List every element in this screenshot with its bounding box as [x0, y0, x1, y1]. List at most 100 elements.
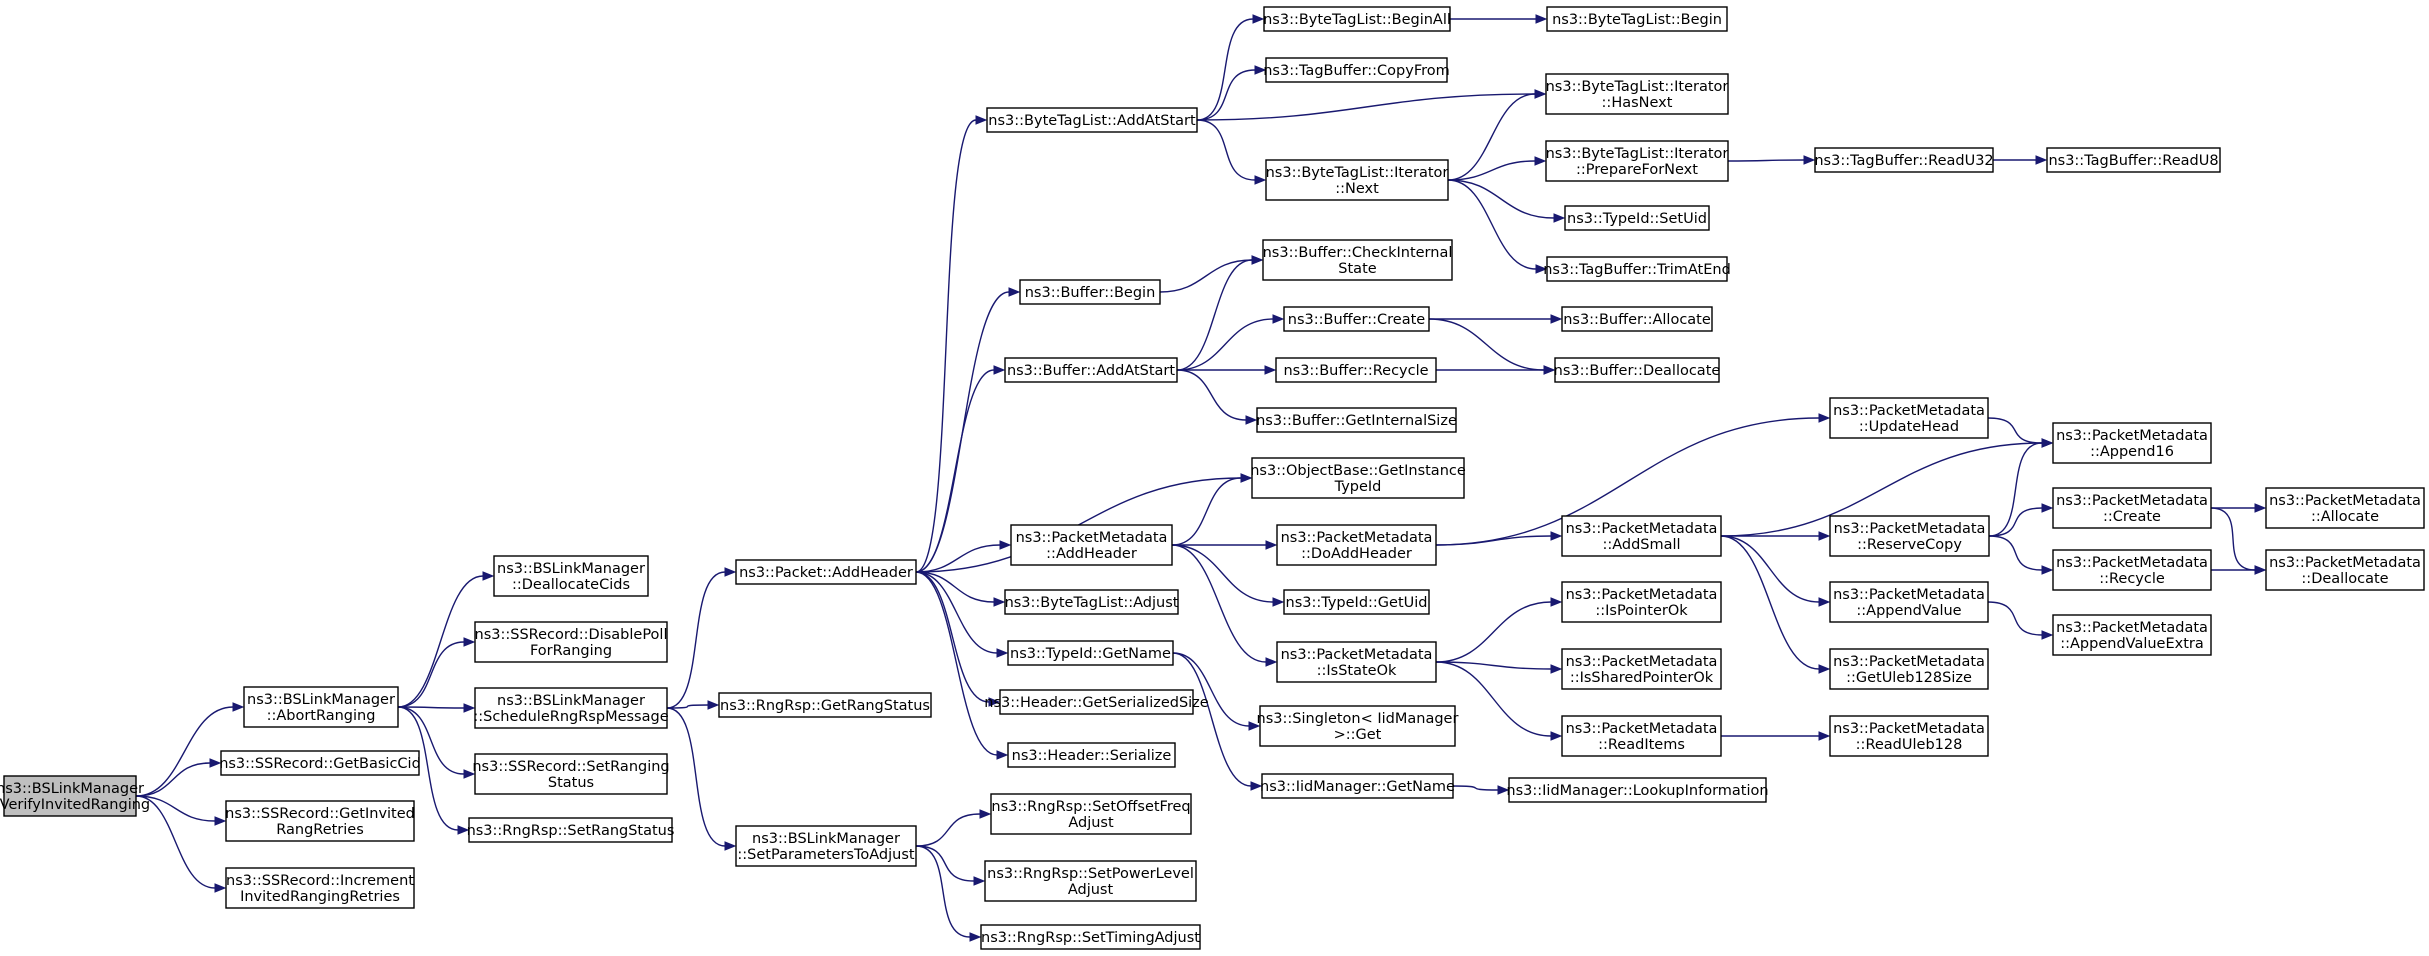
edge-arrowhead [2041, 503, 2054, 513]
node-ns3-packetmetadata-isstateok[interactable]: ns3::PacketMetadata::IsStateOk [1276, 641, 1437, 683]
node-label-line: ns3::Buffer::Recycle [1283, 363, 1428, 379]
edge-arrowhead [463, 703, 476, 713]
node-ns3-buffer-begin[interactable]: ns3::Buffer::Begin [1019, 279, 1161, 305]
node-ns3-packetmetadata-deallocate[interactable]: ns3::PacketMetadata::Deallocate [2265, 549, 2425, 591]
node-ns3-buffer-recycle[interactable]: ns3::Buffer::Recycle [1275, 357, 1437, 383]
edge-line [397, 706, 465, 709]
node-ns3-tagbuffer-readu8[interactable]: ns3::TagBuffer::ReadU8 [2046, 147, 2221, 173]
call-edges [135, 14, 2267, 942]
node-ns3-packetmetadata-recycle[interactable]: ns3::PacketMetadata::Recycle [2052, 549, 2212, 591]
node-ns3-header-serialize[interactable]: ns3::Header::Serialize [1007, 742, 1176, 768]
edge-n57-to-n61 [2210, 507, 2267, 575]
edge-n26-to-n41 [1447, 179, 1548, 274]
node-box [2265, 487, 2425, 529]
node-ns3-packetmetadata-issharedpointerok[interactable]: ns3::PacketMetadata::IsSharedPointerOk [1561, 648, 1722, 690]
node-box [1829, 515, 1990, 557]
node-ns3-bytetaglist-adjust[interactable]: ns3::ByteTagList::Adjust [1004, 589, 1179, 615]
node-ns3-packetmetadata-addsmall[interactable]: ns3::PacketMetadata::AddSmall [1561, 515, 1722, 557]
node-label-line: ns3::Buffer::Allocate [1563, 312, 1711, 328]
edge-n12-to-n22 [915, 845, 986, 886]
node-box [2046, 147, 2221, 173]
node-ns3-buffer-create[interactable]: ns3::Buffer::Create [1283, 306, 1430, 332]
node-ns3-packetmetadata-readuleb128[interactable]: ns3::PacketMetadata::ReadUleb128 [1829, 715, 1989, 757]
edge-line [1176, 369, 1247, 421]
node-box [1545, 73, 1729, 115]
edge-n10-to-n15 [915, 365, 1006, 573]
node-ns3-rngrsp-settimingadjust[interactable]: ns3::RngRsp::SetTimingAdjust [980, 924, 1201, 950]
node-ns3-bytetaglist-begin[interactable]: ns3::ByteTagList::Begin [1546, 6, 1728, 32]
node-ns3-bslinkmanager-setparameterstoadjust[interactable]: ns3::BSLinkManager::SetParametersToAdjus… [735, 825, 917, 867]
node-label-line: ns3::BSLinkManager [497, 561, 645, 577]
node-ns3-tagbuffer-trimatend[interactable]: ns3::TagBuffer::TrimAtEnd [1543, 256, 1731, 282]
node-ns3-iidmanager-getname[interactable]: ns3::IidManager::GetName [1260, 773, 1455, 799]
node-ns3-bytetaglist-beginall[interactable]: ns3::ByteTagList::BeginAll [1263, 6, 1451, 32]
node-ns3-bytetaglist-addatstart[interactable]: ns3::ByteTagList::AddAtStart [986, 107, 1198, 133]
edge-line [397, 706, 459, 831]
node-ns3-bslinkmanager-deallocatecids[interactable]: ns3::BSLinkManager::DeallocateCids [493, 555, 649, 597]
node-ns3-singleton-iidmanager-get[interactable]: ns3::Singleton< IidManager>::Get [1257, 705, 1459, 747]
node-ns3-typeid-setuid[interactable]: ns3::TypeId::SetUid [1564, 205, 1710, 231]
node-ns3-header-getserializedsize[interactable]: ns3::Header::GetSerializedSize [984, 689, 1209, 715]
node-ns3-buffer-addatstart[interactable]: ns3::Buffer::AddAtStart [1004, 357, 1178, 383]
node-label-line: ::Next [1335, 181, 1379, 197]
node-ns3-tagbuffer-readu32[interactable]: ns3::TagBuffer::ReadU32 [1814, 147, 1994, 173]
node-ns3-packetmetadata-updatehead[interactable]: ns3::PacketMetadata::UpdateHead [1829, 397, 1989, 439]
edge-arrowhead [999, 540, 1012, 550]
node-label-line: ::SetParametersToAdjust [737, 847, 914, 863]
node-ns3-packetmetadata-allocate[interactable]: ns3::PacketMetadata::Allocate [2265, 487, 2425, 529]
edge-n13-to-n26 [1196, 119, 1267, 185]
node-ns3-ssrecord-getbasiccid[interactable]: ns3::SSRecord::GetBasicCid [219, 750, 421, 776]
node-ns3-rngrsp-getrangstatus[interactable]: ns3::RngRsp::GetRangStatus [718, 692, 932, 718]
node-ns3-ssrecord-incrementinvitedrangingretries[interactable]: ns3::SSRecord::IncrementInvitedRangingRe… [225, 867, 415, 909]
node-ns3-buffer-deallocate[interactable]: ns3::Buffer::Deallocate [1554, 357, 1721, 383]
node-ns3-packet-addheader[interactable]: ns3::Packet::AddHeader [735, 559, 917, 585]
node-box [990, 793, 1192, 835]
node-ns3-buffer-getinternalsize[interactable]: ns3::Buffer::GetInternalSize [1256, 407, 1457, 433]
node-ns3-bytetaglist-iterator-hasnext[interactable]: ns3::ByteTagList::Iterator::HasNext [1545, 73, 1729, 115]
edge-n26-to-n40 [1447, 179, 1566, 223]
node-ns3-packetmetadata-addheader[interactable]: ns3::PacketMetadata::AddHeader [1010, 524, 1173, 566]
node-label-line: ns3::PacketMetadata [1833, 721, 1985, 737]
node-box [984, 860, 1197, 902]
node-ns3-packetmetadata-readitems[interactable]: ns3::PacketMetadata::ReadItems [1561, 715, 1722, 757]
node-box [1004, 589, 1179, 615]
node-ns3-bslinkmanager-abortranging[interactable]: ns3::BSLinkManager::AbortRanging [243, 686, 399, 728]
node-ns3-packetmetadata-appendvalue[interactable]: ns3::PacketMetadata::AppendValue [1829, 581, 1989, 623]
node-ns3-bytetaglist-iterator-preparefornext[interactable]: ns3::ByteTagList::Iterator::PrepareForNe… [1545, 140, 1729, 182]
edge-n12-to-n21 [915, 809, 992, 847]
node-ns3-bytetaglist-iterator-next[interactable]: ns3::ByteTagList::Iterator::Next [1265, 159, 1449, 201]
edge-n13-to-n24 [1196, 14, 1265, 121]
node-label-line: ns3::ByteTagList::Iterator [1546, 146, 1729, 162]
edge-line [1447, 160, 1536, 181]
node-ns3-packetmetadata-reservecopy[interactable]: ns3::PacketMetadata::ReserveCopy [1829, 515, 1990, 557]
node-ns3-packetmetadata-create[interactable]: ns3::PacketMetadata::Create [2052, 487, 2212, 529]
node-ns3-typeid-getname[interactable]: ns3::TypeId::GetName [1007, 640, 1174, 666]
node-label-line: ns3::PacketMetadata [1833, 654, 1985, 670]
node-ns3-packetmetadata-appendvalueextra[interactable]: ns3::PacketMetadata::AppendValueExtra [2052, 614, 2212, 656]
node-ns3-bslinkmanager-verifyinvitedranging[interactable]: ns3::BSLinkManager::VerifyInvitedRanging [0, 775, 150, 817]
node-label-line: ns3::PacketMetadata [2056, 428, 2208, 444]
node-ns3-rngrsp-setrangstatus[interactable]: ns3::RngRsp::SetRangStatus [467, 817, 675, 843]
edge-line [915, 369, 995, 573]
node-ns3-bslinkmanager-schedulerngrspmessage[interactable]: ns3::BSLinkManager::ScheduleRngRspMessag… [473, 687, 669, 729]
node-ns3-packetmetadata-ispointerok[interactable]: ns3::PacketMetadata::IsPointerOk [1561, 581, 1722, 623]
node-ns3-packetmetadata-doaddheader[interactable]: ns3::PacketMetadata::DoAddHeader [1276, 524, 1437, 566]
node-ns3-typeid-getuid[interactable]: ns3::TypeId::GetUid [1283, 589, 1430, 615]
node-ns3-packetmetadata-append16[interactable]: ns3::PacketMetadata::Append16 [2052, 422, 2212, 464]
node-ns3-iidmanager-lookupinformation[interactable]: ns3::IidManager::LookupInformation [1506, 777, 1769, 803]
node-ns3-tagbuffer-copyfrom[interactable]: ns3::TagBuffer::CopyFrom [1263, 57, 1450, 83]
edge-n51-to-n58 [1988, 535, 2054, 575]
edge-arrowhead [1272, 314, 1285, 324]
node-ns3-packetmetadata-getuleb128size[interactable]: ns3::PacketMetadata::GetUleb128Size [1829, 648, 1989, 690]
node-box [474, 621, 668, 663]
node-ns3-buffer-allocate[interactable]: ns3::Buffer::Allocate [1561, 306, 1713, 332]
edge-arrowhead [973, 876, 986, 886]
node-label-line: ns3::Singleton< IidManager [1257, 711, 1459, 727]
